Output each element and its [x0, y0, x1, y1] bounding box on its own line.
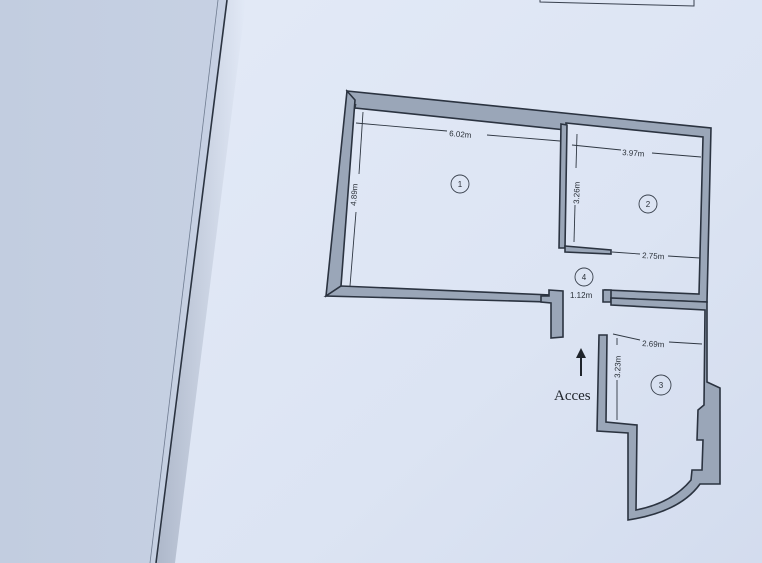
page-edge	[155, 0, 228, 563]
svg-text:6.02m: 6.02m	[449, 129, 472, 140]
svg-text:1.12m: 1.12m	[570, 291, 593, 300]
room-label-1: 1	[450, 174, 470, 194]
svg-text:2.69m: 2.69m	[642, 339, 665, 349]
entrance-jamb	[540, 289, 564, 339]
dimension-room1-height: 4.89m	[349, 111, 364, 287]
svg-text:2: 2	[646, 200, 651, 209]
svg-text:3.26m: 3.26m	[572, 181, 582, 204]
access-arrow	[576, 348, 586, 376]
svg-text:3.23m: 3.23m	[613, 355, 623, 378]
room-label-3: 3	[650, 374, 672, 396]
hall-right-jamb	[602, 289, 612, 303]
svg-text:1: 1	[458, 180, 463, 189]
dimension-room3-width: 2.69m	[612, 333, 703, 349]
dimension-room2-width: 3.97m	[571, 144, 702, 159]
room-label-4: 4	[574, 267, 594, 287]
dimension-room2-bottom: 2.75m	[611, 251, 701, 261]
page-edge-inner	[149, 0, 219, 563]
svg-text:4: 4	[582, 273, 587, 282]
dimension-hall-width: 1.12m	[570, 291, 593, 300]
page-shadow	[157, 0, 246, 563]
outer-wall-top	[345, 90, 712, 303]
svg-text:2.75m: 2.75m	[642, 251, 665, 261]
svg-text:3.97m: 3.97m	[622, 148, 645, 159]
dimension-room2-height: 3.26m	[572, 133, 582, 243]
room3-walls	[596, 297, 721, 521]
dimension-room3-height: 3.23m	[613, 338, 623, 420]
svg-text:4.89m: 4.89m	[349, 183, 360, 206]
room-label-2: 2	[638, 194, 658, 214]
right-page	[157, 0, 762, 563]
access-label: Acces	[554, 388, 591, 404]
partition-wall-1-2	[558, 123, 568, 249]
svg-text:3: 3	[659, 381, 664, 390]
dimension-room1-width: 6.02m	[354, 103, 561, 142]
room2-bottom-stub	[564, 245, 612, 255]
title-block-corner	[539, 0, 695, 7]
